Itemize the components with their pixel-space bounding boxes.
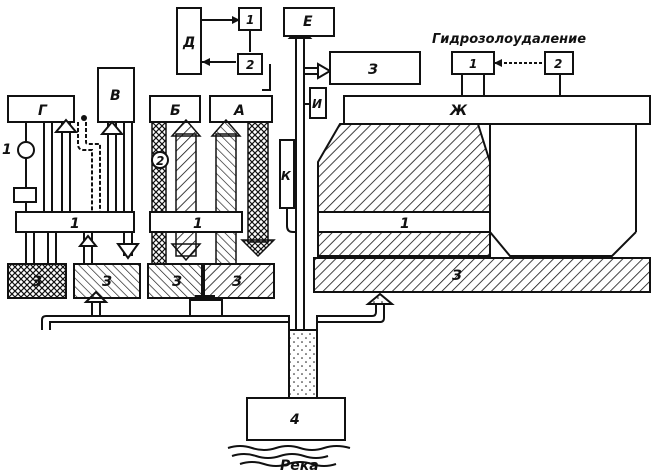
condenser-3-d-label: З [232,274,242,290]
pump-1-label: 1 [2,142,12,158]
pump-station-4 [246,397,346,441]
left-manifold [41,315,290,330]
block-Z-top-label: З [368,62,378,78]
title-hydro-ash-removal: Гидрозолоудаление [432,32,586,47]
condenser-3-main-label: З [452,268,462,284]
arrow-to-condenser [365,292,395,305]
block-G-label: Г [38,103,48,119]
main-supply-pipe [288,329,318,399]
filter [13,187,37,203]
block-V [97,67,135,123]
pipe-to-E [295,36,305,330]
condenser-3-c [147,263,203,299]
condenser-3-c-label: З [172,274,182,290]
pump-station-4-label: 4 [289,412,300,428]
block-Z-top [329,51,421,85]
block-K-label: К [281,169,292,183]
ash-removal-2-label: 2 [554,57,562,71]
block-B-label: Б [170,103,181,119]
block-E-label: Е [303,14,313,30]
block-A-label: А [233,103,245,119]
block-D2-label: 2 [246,58,254,72]
pump-2 [151,151,169,169]
block-V-label: В [110,88,121,104]
condenser-3-a [7,263,67,299]
block-E [283,7,335,37]
block-G [7,95,75,123]
condenser-3-b [73,263,141,299]
block-B [149,95,201,123]
block-ZH-label: Ж [449,103,468,119]
turbine-1-left-label: 1 [70,216,80,232]
pump-2-label: 2 [156,154,164,168]
boiler-furnace [317,123,491,213]
ash-hopper [489,231,637,257]
right-manifold [316,304,377,330]
block-A [209,95,273,123]
condenser-3-b-label: З [102,274,112,290]
river-label: Река [280,458,319,474]
river: Река [227,445,351,474]
block-D-label: Д [182,35,195,51]
block-ZH [343,95,651,125]
condenser-3-a-label: З [32,274,42,290]
boiler-lower [317,231,491,257]
block-D [176,7,202,75]
block-D2 [237,53,263,75]
pump-1 [17,141,35,159]
block-I-label: И [312,97,322,111]
turbine-1-left [15,211,135,233]
turbine-1-middle-label: 1 [193,216,203,232]
condenser-3-d [203,263,275,299]
block-D1-label: 1 [246,13,254,27]
condenser-3-main [313,257,651,293]
ash-removal-1-label: 1 [469,57,477,71]
turbine-1-right-label: 1 [400,216,410,232]
